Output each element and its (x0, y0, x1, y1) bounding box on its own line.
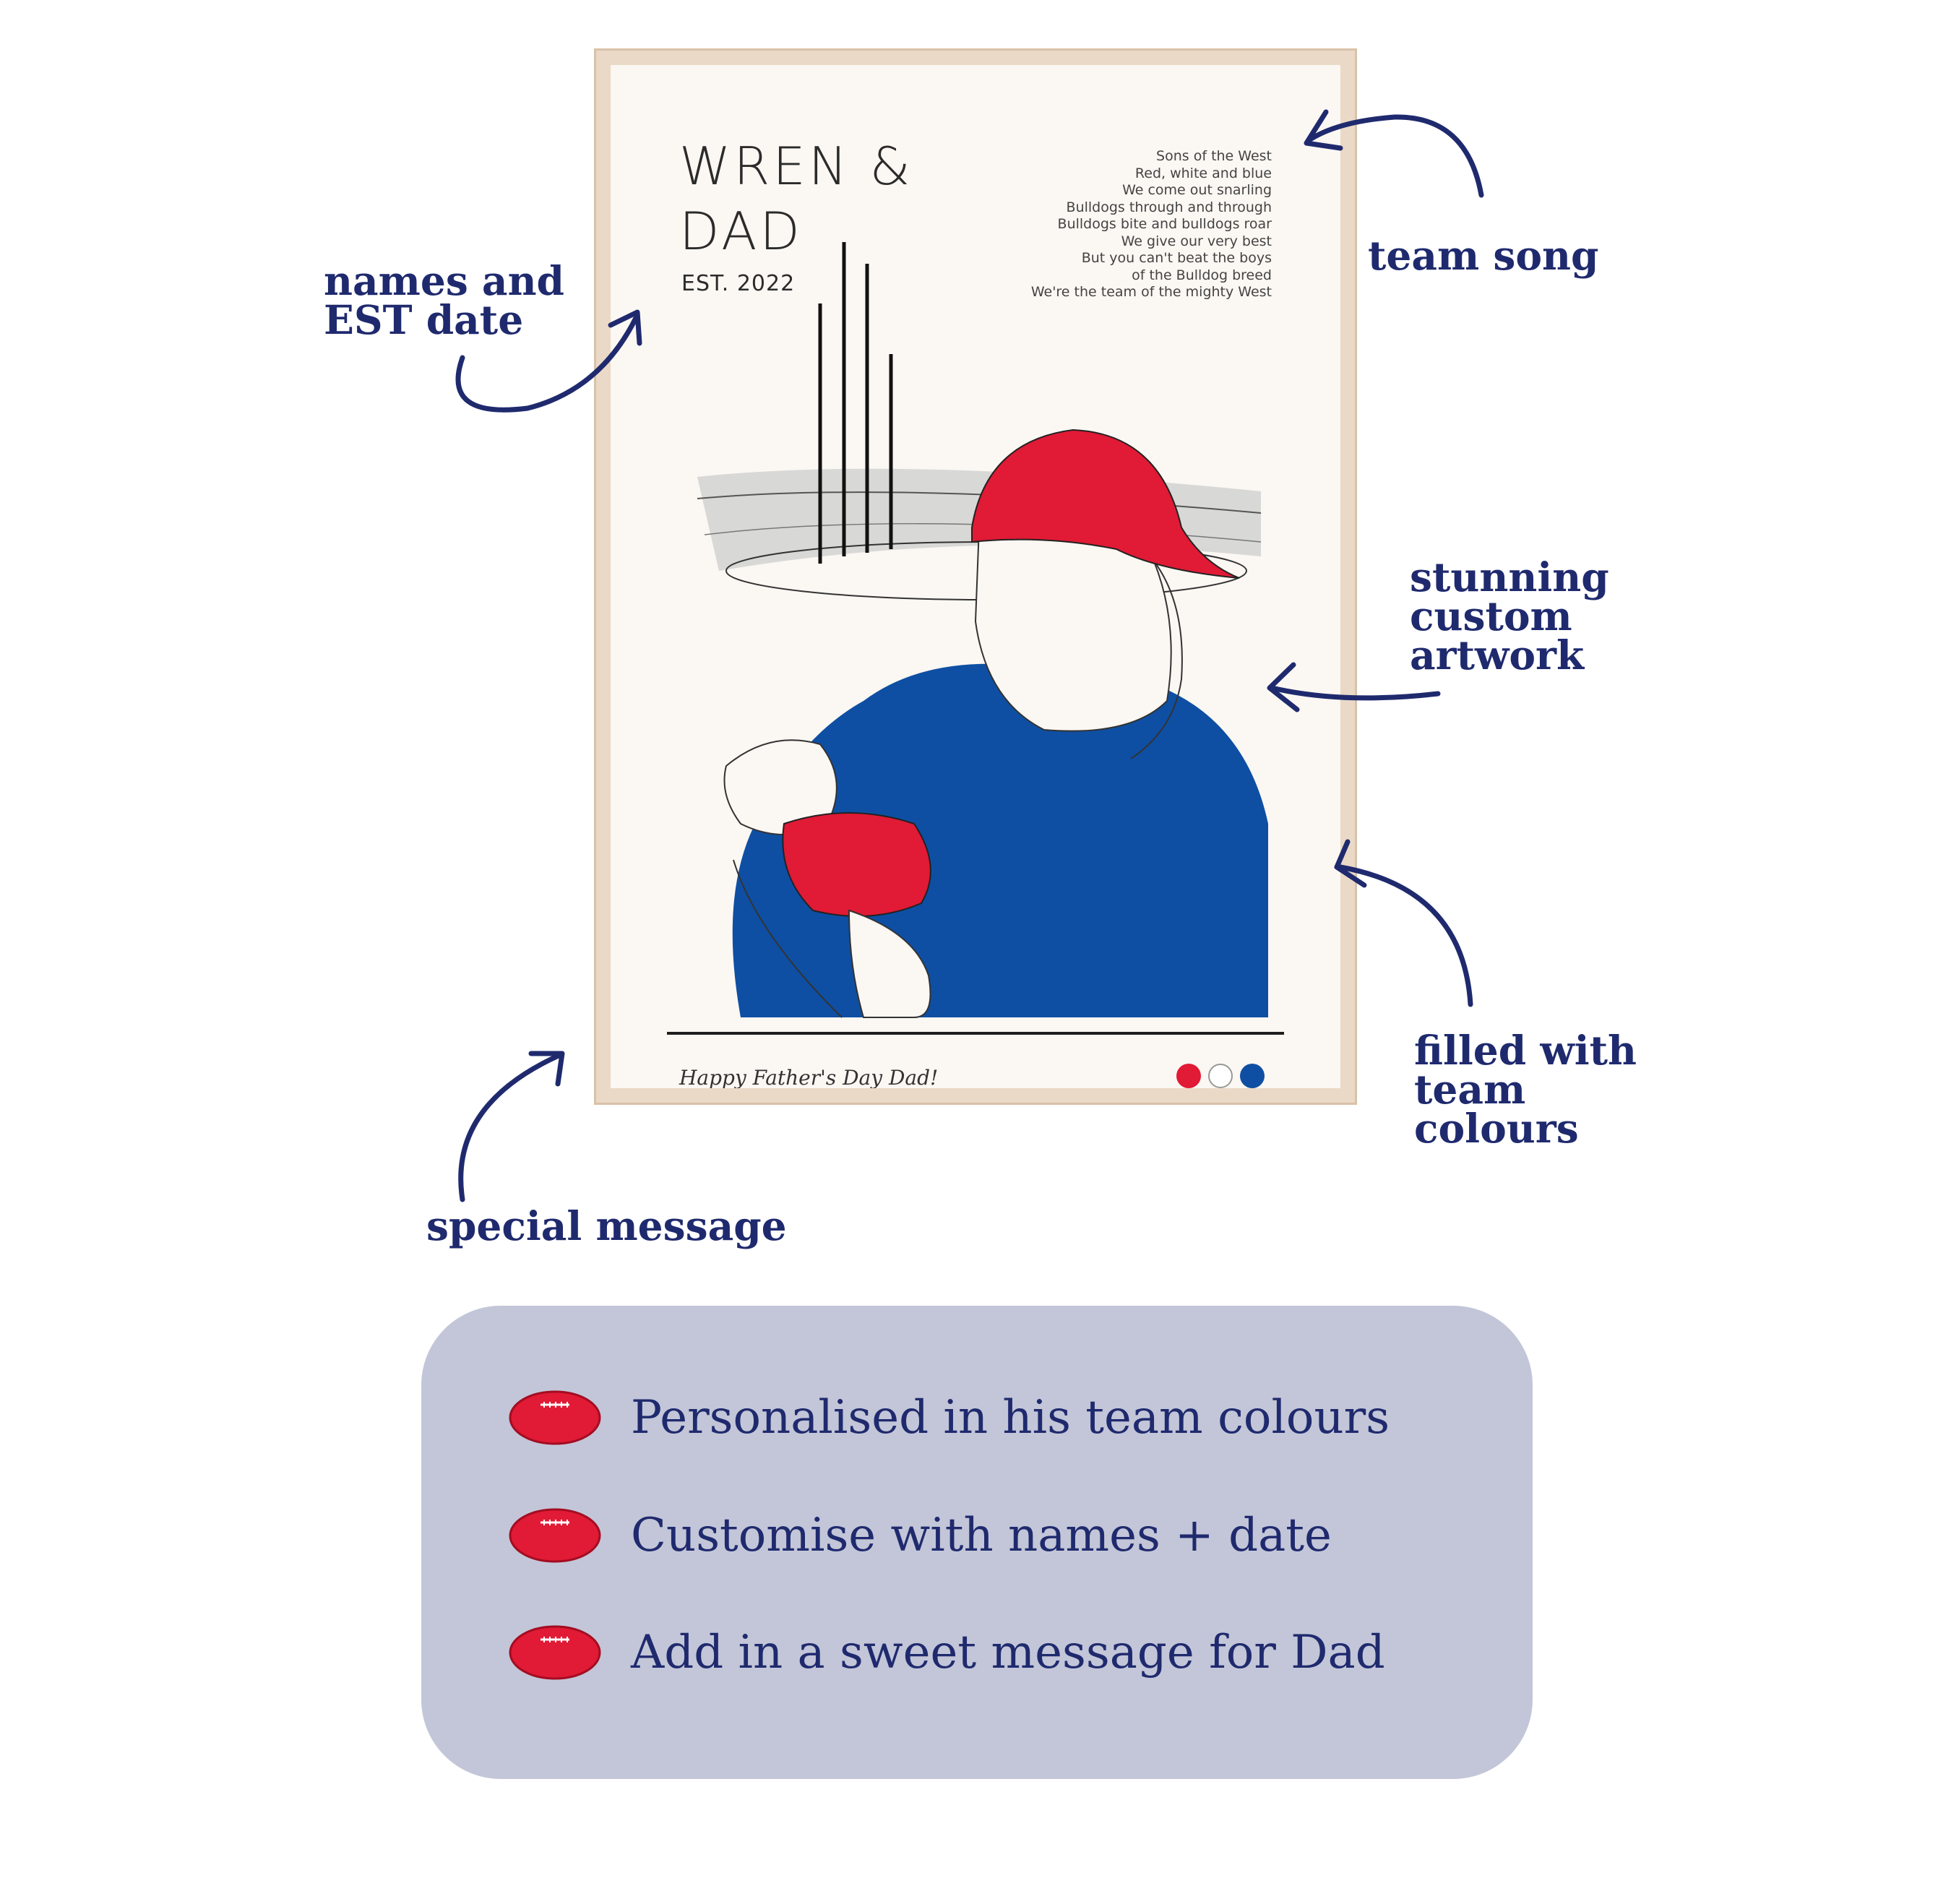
dad-portrait (971, 428, 1240, 759)
poster-est-date: EST. 2022 (681, 271, 796, 296)
swatch-blue (1240, 1064, 1265, 1088)
annotation-names-line2: EST date (324, 296, 524, 343)
features-panel: Personalised in his team colours Customi… (421, 1306, 1533, 1779)
poster-message: Happy Father's Day Dad! (679, 1066, 939, 1088)
song-line: of the Bulldog breed (1132, 267, 1272, 283)
annotation-artwork-line1: stunning (1410, 553, 1609, 600)
arrowhead-icon (608, 309, 642, 346)
song-line: We come out snarling (1122, 182, 1272, 198)
football-icon (509, 1625, 601, 1680)
arrow-icon (455, 315, 639, 413)
song-line: We're the team of the mighty West (1030, 284, 1272, 300)
song-line: We give our very best (1121, 233, 1272, 249)
arrowhead-icon (528, 1051, 565, 1087)
goal-posts-icon (818, 242, 893, 564)
annotation-colours-line2: team (1414, 1066, 1526, 1113)
annotation-artwork-line2: custom (1410, 593, 1572, 639)
poster-title-line2: DAD (679, 201, 803, 262)
song-line: Sons of the West (1156, 148, 1272, 164)
arrow-icon (458, 1052, 563, 1202)
arrow-icon (1305, 114, 1484, 198)
poster-divider (667, 1032, 1284, 1035)
artwork-illustration (697, 242, 1268, 1018)
annotation-colours-line1: filled with (1414, 1027, 1637, 1074)
annotation-team-song: team song (1368, 232, 1599, 279)
song-line: Bulldogs through and through (1066, 199, 1272, 215)
baby-portrait (723, 739, 931, 1018)
swatch-white (1208, 1064, 1233, 1088)
song-line: Red, white and blue (1134, 165, 1272, 181)
song-line: But you can't beat the boys (1081, 250, 1272, 266)
annotation-special-message: special message (426, 1202, 787, 1249)
team-song-lyrics: Sons of the West Red, white and blue We … (1031, 148, 1272, 301)
annotation-colours: filled with team colours (1414, 1027, 1637, 1152)
arrowhead-icon (1304, 109, 1343, 151)
annotation-names: names and EST date (324, 257, 565, 343)
song-line: Bulldogs bite and bulldogs roar (1057, 216, 1272, 232)
football-icon (509, 1508, 601, 1563)
poster-frame: WREN & DAD EST. 2022 Sons of the West Re… (594, 48, 1357, 1105)
annotation-artwork: stunning custom artwork (1410, 553, 1609, 679)
feature-item: Personalised in his team colours (508, 1378, 1390, 1457)
arrow-icon (1269, 685, 1441, 701)
annotation-colours-line3: colours (1414, 1105, 1579, 1152)
feature-label: Add in a sweet message for Dad (631, 1626, 1385, 1679)
arrow-icon (1338, 864, 1473, 1007)
poster-title: WREN & DAD (679, 134, 913, 264)
feature-item: Customise with names + date (508, 1496, 1332, 1575)
football-icon (509, 1390, 601, 1445)
poster-title-line1: WREN & (679, 136, 913, 197)
arrowhead-icon (1334, 839, 1367, 888)
poster: WREN & DAD EST. 2022 Sons of the West Re… (611, 65, 1340, 1088)
arrowhead-icon (1267, 662, 1300, 712)
annotation-names-line1: names and (324, 257, 565, 304)
swatch-red (1176, 1064, 1201, 1088)
feature-label: Personalised in his team colours (631, 1391, 1390, 1444)
team-colour-swatches (1176, 1064, 1265, 1088)
annotation-artwork-line3: artwork (1410, 632, 1585, 679)
feature-label: Customise with names + date (631, 1509, 1332, 1562)
feature-item: Add in a sweet message for Dad (508, 1613, 1385, 1692)
